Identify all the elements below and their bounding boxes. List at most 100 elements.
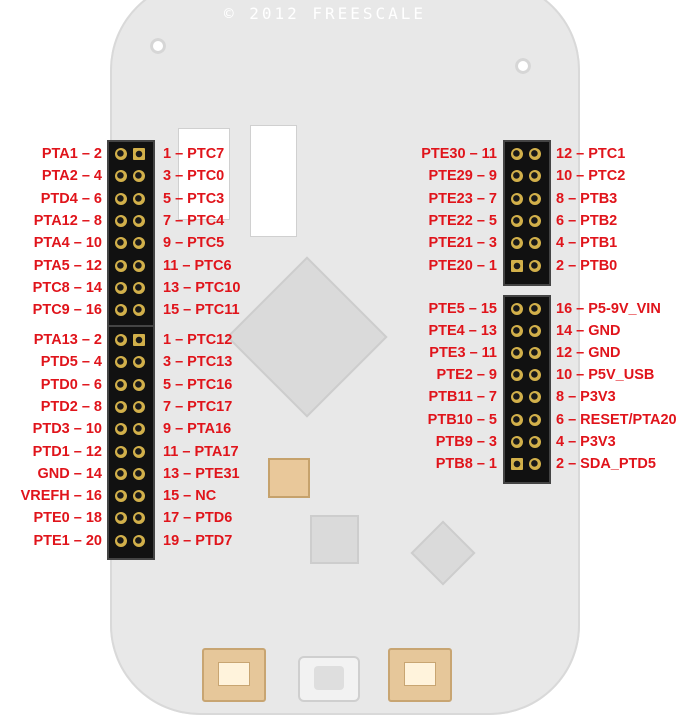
header-pin	[529, 457, 541, 470]
header-pin	[115, 445, 127, 458]
pin-label-right: 13 – PTE31	[163, 465, 240, 482]
pin-label-left: PTD2 – 8	[40, 398, 102, 415]
header-pin	[115, 237, 127, 250]
pin-label-left: GND – 14	[37, 465, 102, 482]
pin-label-right: 13 – PTC10	[163, 279, 241, 296]
header-pin	[529, 325, 541, 338]
pin-label-right: 10 – P5V_USB	[556, 367, 655, 384]
pin-label-left: PTE3 – 11	[429, 345, 497, 362]
pin-label-right: 9 – PTA16	[163, 421, 232, 438]
header-pin	[529, 347, 541, 360]
pin-label-right: 10 – PTC2	[556, 168, 626, 185]
header-pin	[115, 356, 127, 369]
pin-label-left: PTE0 – 18	[33, 510, 102, 527]
header-pin	[115, 378, 127, 391]
pin-label-left: PTE23 – 7	[428, 190, 497, 207]
pin-label-right: 9 – PTC5	[163, 235, 225, 252]
header-pin	[133, 259, 145, 272]
pin-header-j1	[107, 140, 155, 331]
pin-label-left: PTD0 – 6	[40, 376, 102, 393]
qr-code	[178, 128, 230, 220]
header-pin	[511, 391, 523, 404]
header-pin	[115, 490, 127, 503]
header-pin	[529, 170, 541, 183]
pin-label-left: PTB10 – 5	[427, 411, 497, 428]
pin-label-right: 15 – PTC11	[163, 302, 240, 319]
header-pin	[511, 170, 523, 183]
header-pin	[115, 423, 127, 436]
header-pin	[133, 237, 145, 250]
header-pin	[115, 304, 127, 317]
pin-label-right: 16 – P5-9V_VIN	[556, 301, 661, 317]
header-pin	[511, 237, 523, 250]
header-pin	[511, 148, 523, 160]
pin-label-left: PTE4 – 13	[428, 323, 497, 340]
header-pin	[133, 400, 145, 413]
pin-label-right: 5 – PTC16	[163, 376, 233, 393]
header-pin	[529, 435, 541, 448]
header-pin	[133, 304, 145, 317]
pin-label-left: PTE30 – 11	[421, 146, 497, 162]
pin-label-right: 6 – RESET/PTA20	[556, 411, 677, 428]
header-pin	[133, 192, 145, 205]
header-pin	[115, 334, 127, 346]
header-pin	[133, 423, 145, 436]
header-pin	[529, 303, 541, 315]
header-pin	[529, 369, 541, 382]
header-pin	[529, 214, 541, 227]
pin-label-right: 2 – PTB0	[556, 257, 618, 274]
header-pin	[133, 214, 145, 227]
pin-label-left: PTA5 – 12	[33, 257, 102, 274]
header-pin	[115, 467, 127, 480]
usb-connector-sda	[202, 648, 266, 702]
pin-label-left: PTE29 – 9	[428, 168, 497, 185]
header-pin	[511, 325, 523, 338]
pin-label-right: 8 – PTB3	[556, 190, 618, 207]
pin-label-right: 11 – PTC6	[163, 257, 232, 274]
pin-label-left: PTD4 – 6	[40, 190, 102, 207]
header-pin	[133, 356, 145, 369]
pin-label-right: 4 – P3V3	[556, 433, 616, 450]
pin-label-right: 1 – PTC12	[163, 332, 233, 348]
header-pin	[133, 170, 145, 183]
header-pin	[511, 192, 523, 205]
pin-label-right: 11 – PTA17	[163, 443, 239, 460]
pin-label-left: PTD1 – 12	[32, 443, 102, 460]
header-pin	[529, 148, 541, 160]
header-pin	[511, 369, 523, 382]
pin-label-right: 7 – PTC17	[163, 398, 233, 415]
pin-label-left: VREFH – 16	[20, 488, 102, 505]
mounting-hole	[515, 58, 531, 74]
pin-label-left: PTC9 – 16	[32, 302, 102, 319]
sw-header	[268, 458, 310, 498]
pin-label-left: PTB9 – 3	[435, 433, 497, 450]
header-pin	[115, 512, 127, 525]
header-pin	[115, 400, 127, 413]
pin-label-left: PTE2 – 9	[436, 367, 497, 384]
pin-label-left: PTA2 – 4	[41, 168, 102, 185]
pin-label-right: 2 – SDA_PTD5	[556, 455, 656, 472]
pin-label-left: PTE20 – 1	[428, 257, 497, 274]
usb-connector-kl25z	[388, 648, 452, 702]
pin-label-right: 19 – PTD7	[163, 532, 233, 549]
header-pin	[133, 467, 145, 480]
pin-label-right: 7 – PTC4	[163, 212, 225, 229]
pin-label-right: 12 – PTC1	[556, 146, 626, 162]
ic-chip	[310, 515, 359, 564]
reset-button	[298, 656, 360, 702]
header-pin	[115, 192, 127, 205]
header-pin	[529, 391, 541, 404]
header-pin	[133, 148, 145, 160]
header-pin	[133, 490, 145, 503]
pin-label-left: PTE22 – 5	[428, 212, 497, 229]
pin-label-right: 8 – P3V3	[556, 389, 616, 406]
header-pin	[529, 259, 541, 272]
pin-label-left: PTE21 – 3	[428, 235, 497, 252]
pin-label-right: 4 – PTB1	[556, 235, 618, 252]
header-pin	[529, 413, 541, 426]
mounting-hole	[150, 38, 166, 54]
pin-label-right: 12 – GND	[556, 345, 621, 362]
header-pin	[133, 512, 145, 525]
header-pin	[133, 378, 145, 391]
header-pin	[115, 148, 127, 160]
